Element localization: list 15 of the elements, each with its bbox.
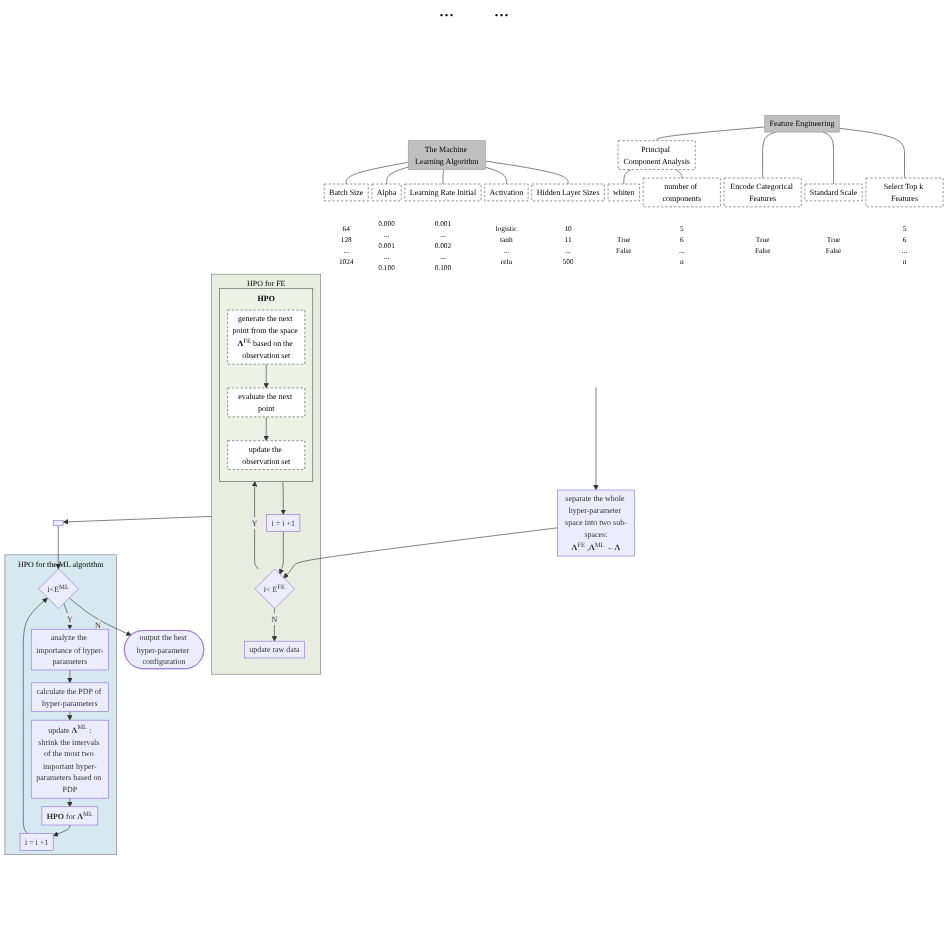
ellipsis-note: ... [494,0,509,22]
connector [485,166,507,185]
connector [386,166,409,185]
connector [762,131,777,179]
arrow [67,797,73,807]
arrow [67,711,73,721]
connector [822,131,834,185]
arrow [271,608,278,642]
connector [345,161,409,185]
ellipsis-note: ... [439,0,454,22]
connector [656,126,765,141]
connector [623,169,632,185]
connector [838,128,905,179]
connector [485,160,569,185]
node-box [53,520,64,526]
